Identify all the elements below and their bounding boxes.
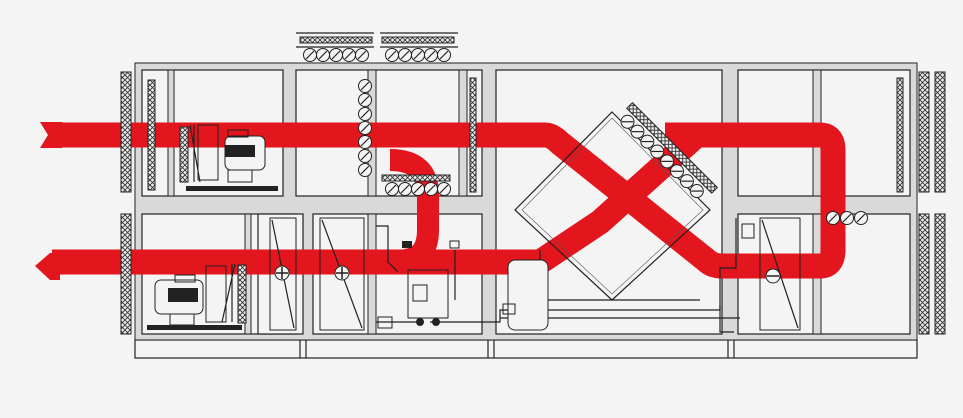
- filter-icon: [120, 71, 946, 335]
- top-damper-right: [380, 32, 458, 63]
- receiver-tank-icon: [502, 223, 755, 331]
- top-damper-left: [296, 32, 374, 63]
- cooling-coil-icon: [759, 217, 801, 331]
- supply-air-inlet-arrow: [40, 122, 62, 148]
- return-bend: [665, 122, 846, 279]
- base-frame: [134, 339, 918, 359]
- coil-icon: [617, 101, 719, 201]
- exhaust-air-outlet-arrow: [35, 253, 60, 280]
- supply-air-flow: [52, 122, 723, 279]
- compressor-icon: [377, 240, 460, 329]
- supply-fan-icon: [179, 124, 278, 191]
- exhaust-fan-icon: [147, 263, 247, 330]
- heating-coil-icon: [269, 217, 365, 331]
